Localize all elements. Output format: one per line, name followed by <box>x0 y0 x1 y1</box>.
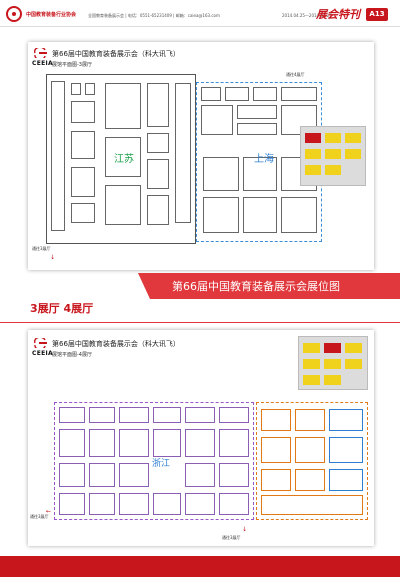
contact-info: 全国教育装备展示会 | 电话：0551-65231409 | 邮箱：caiea@… <box>88 13 220 18</box>
hall4-east-zone <box>256 402 368 520</box>
page-number: A13 <box>366 8 388 21</box>
hall3-subtitle: 展馆平面图-3展厅 <box>52 62 92 68</box>
banner-title: 第66届中国教育装备展示会展位图 <box>172 280 340 293</box>
venue-minimap <box>298 336 368 390</box>
exit-label-bottom: 通往3展厅 <box>222 535 241 540</box>
header-divider <box>0 26 400 27</box>
page-footer-bar <box>0 556 400 577</box>
hall-tag: 3展厅 4展厅 <box>30 302 94 315</box>
section-banner: 第66届中国教育装备展示会展位图 <box>150 273 400 299</box>
minimap-hall-highlight <box>324 343 341 353</box>
minimap-hall-highlight <box>305 133 321 143</box>
exit-arrow-icon: ↓ <box>50 254 56 261</box>
hall3-west-zone <box>46 74 196 244</box>
venue-minimap <box>300 126 366 186</box>
association-name: 中国教育装备行业协会 <box>26 12 77 18</box>
ceeia-logo-icon <box>34 338 47 348</box>
region-label-shanghai: 上海 <box>254 154 274 165</box>
hall4-floorplan-panel: 第66届中国教育装备展示会（科大讯飞） CEEIA 展馆平面图-4展厅 <box>28 330 374 546</box>
hall3-title: 第66届中国教育装备展示会（科大讯飞） <box>52 50 180 58</box>
ceeia-wordmark: CEEIA <box>32 60 53 67</box>
ceeia-logo-icon <box>34 48 47 58</box>
event-dates: 2014.04.25—2014.04.27 <box>282 13 332 18</box>
banner-notch <box>138 273 150 299</box>
special-issue-title: 展会特刊 <box>316 8 360 21</box>
hall4-west-zone <box>54 402 254 520</box>
hall3-east-zone <box>196 82 322 242</box>
ceeia-wordmark: CEEIA <box>32 350 53 357</box>
exit-label-left: 通往3展厅 <box>30 514 49 519</box>
region-label-zhejiang: 浙江 <box>152 459 171 469</box>
page-header: 中国教育装备行业协会 全国教育装备展示会 | 电话：0551-65231409 … <box>0 0 400 30</box>
association-logo-icon <box>6 6 22 22</box>
exit-arrow-icon: ↓ <box>242 526 248 533</box>
hall4-subtitle: 展馆平面图-4展厅 <box>52 352 92 358</box>
exit-label-left: 通往3展厅 <box>32 246 51 251</box>
hall3-floorplan-panel: 第66届中国教育装备展示会（科大讯飞） CEEIA 展馆平面图-3展厅 江苏 <box>28 42 374 270</box>
exit-label-right: 通往4展厅 <box>286 72 305 77</box>
region-label-jiangsu: 江苏 <box>114 154 134 165</box>
banner-rule <box>0 322 400 323</box>
exit-arrow-icon: ← <box>46 508 52 515</box>
hall4-title: 第66届中国教育装备展示会（科大讯飞） <box>52 340 180 348</box>
